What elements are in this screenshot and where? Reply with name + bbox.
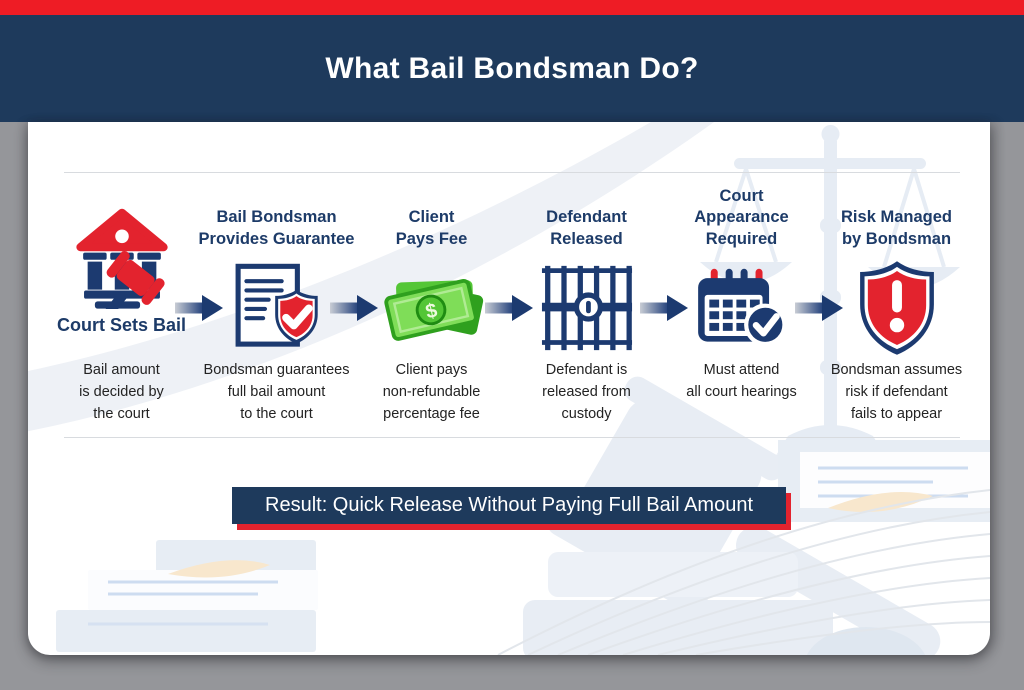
step-label: Court Sets Bail [56,314,187,335]
page-title: What Bail Bondsman Do? [325,51,699,85]
arrow-right-icon [794,294,844,322]
dollar-sign: $ [423,300,439,324]
step-description: Bail amount is decided by the court [79,362,164,422]
step-description: Bondsman guarantees full bail amount to … [203,362,350,422]
books-watermark-left [56,540,318,652]
step-icon [694,266,790,350]
step-description: Client pays non-refundable percentage fe… [382,362,481,422]
calendar-check-icon [697,268,787,347]
infographic-card: Court Sets Bail Bail amount is decided b… [28,122,990,655]
swoosh-shape [28,122,715,432]
result-banner: Result: Quick Release Without Paying Ful… [232,487,786,525]
step-icon [227,261,327,355]
step-court-sets-bail: Court Sets Bail [57,207,186,336]
jail-bars-icon [541,265,632,351]
top-red-strip [0,0,1024,15]
header-band: What Bail Bondsman Do? [0,15,1024,122]
gavel-watermark [523,376,941,655]
divider-top [64,172,960,173]
step-title: Defendant Released [546,208,627,249]
step-title: Risk Managed by Bondsman [841,208,952,249]
step-title: Client Pays Fee [395,208,468,249]
curved-lines-watermark [497,489,990,655]
step-description: Must attend all court hearings [686,362,797,400]
step-icon [541,261,633,355]
arrow-right-icon [329,294,379,322]
step-description: Defendant is released from custody [542,362,631,422]
alert-shield-icon [859,261,934,355]
step-description: Bondsman assumes risk if defendant fails… [830,362,963,422]
divider-bottom [64,437,960,438]
step-icon [852,257,942,359]
step-title: Court Appearance Required [694,186,789,249]
infographic-page: What Bail Bondsman Do? [0,0,1024,655]
step-icon: $ [379,264,485,352]
cash-icon: $ [383,278,483,341]
step-title: Bail Bondsman Provides Guarantee [198,208,355,249]
arrow-right-icon [174,294,224,322]
arrow-right-icon [484,294,534,322]
arrow-right-icon [639,294,689,322]
process-flow: Court Sets Bail Bail amount is decided b… [56,186,962,425]
document-shield-icon [235,263,318,347]
courthouse-gavel-icon [75,208,168,309]
